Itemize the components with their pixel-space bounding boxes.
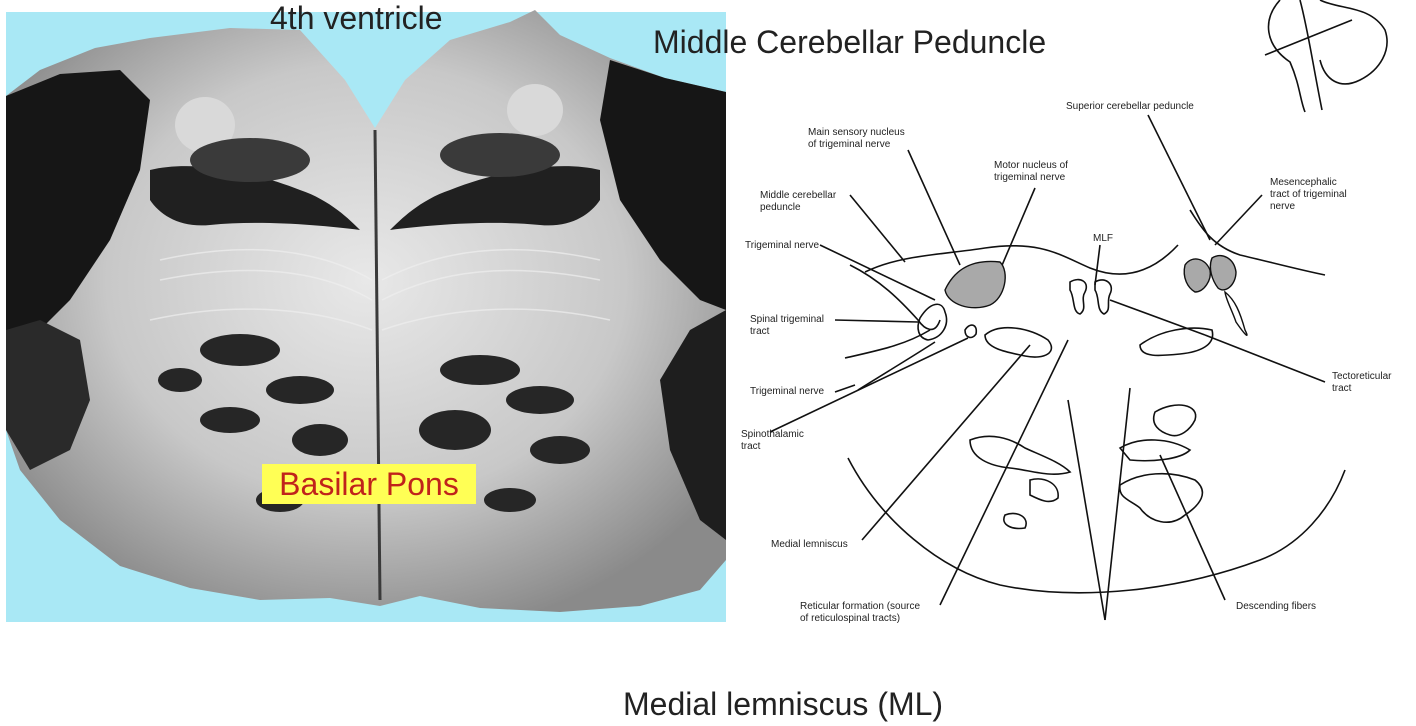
orientation-sketch-outline — [1267, 0, 1306, 113]
label-trigeminal-nerve-lower: Trigeminal nerve — [750, 386, 825, 397]
label-tectoreticular-tract: Tectoreticular tract — [1332, 371, 1392, 394]
label-mlf: MLF — [1093, 233, 1113, 244]
label-middle-cerebellar-peduncle: Middle cerebellar peduncle — [760, 190, 837, 213]
fourth-ventricle-heading: 4th ventricle — [270, 0, 443, 36]
pons-diagram: Superior cerebellar peduncle Main sensor… — [730, 0, 1416, 640]
label-spinothalamic-tract: Spinothalamic tract — [741, 429, 804, 452]
label-descending-fibers: Descending fibers — [1236, 601, 1317, 612]
label-trigeminal-nerve-upper: Trigeminal nerve — [745, 240, 820, 251]
mesencephalic-tract-shape — [1183, 258, 1211, 293]
main-sensory-nucleus-shape — [944, 260, 1006, 309]
diagram-drawing — [769, 0, 1388, 621]
middle-cerebellar-peduncle-heading: Middle Cerebellar Peduncle — [653, 24, 1047, 60]
label-spinal-trigeminal-tract: Spinal trigeminal tract — [750, 314, 824, 337]
pons-photo: Basilar Pons — [0, 0, 730, 626]
label-motor-nucleus: Motor nucleus of trigeminal nerve — [994, 160, 1068, 183]
label-main-sensory-nucleus: Main sensory nucleus of trigeminal nerve — [808, 127, 905, 150]
label-medial-lemniscus: Medial lemniscus — [771, 539, 848, 550]
label-mesencephalic-tract: Mesencephalic tract of trigeminal nerve — [1270, 177, 1347, 212]
pons-section-image — [6, 10, 726, 612]
medial-lemniscus-heading: Medial lemniscus (ML) — [623, 686, 944, 722]
label-reticular-formation: Reticular formation (source of reticulos… — [800, 601, 921, 624]
basilar-pons-label: Basilar Pons — [262, 464, 476, 504]
label-superior-cerebellar-peduncle: Superior cerebellar peduncle — [1066, 101, 1194, 112]
